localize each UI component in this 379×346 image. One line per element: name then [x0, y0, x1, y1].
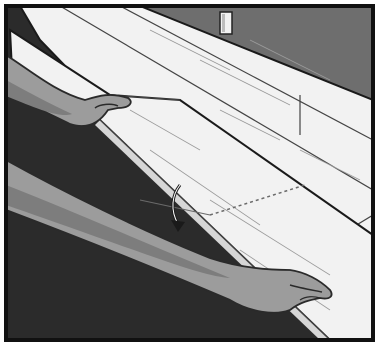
spacer-peg: [220, 12, 232, 34]
